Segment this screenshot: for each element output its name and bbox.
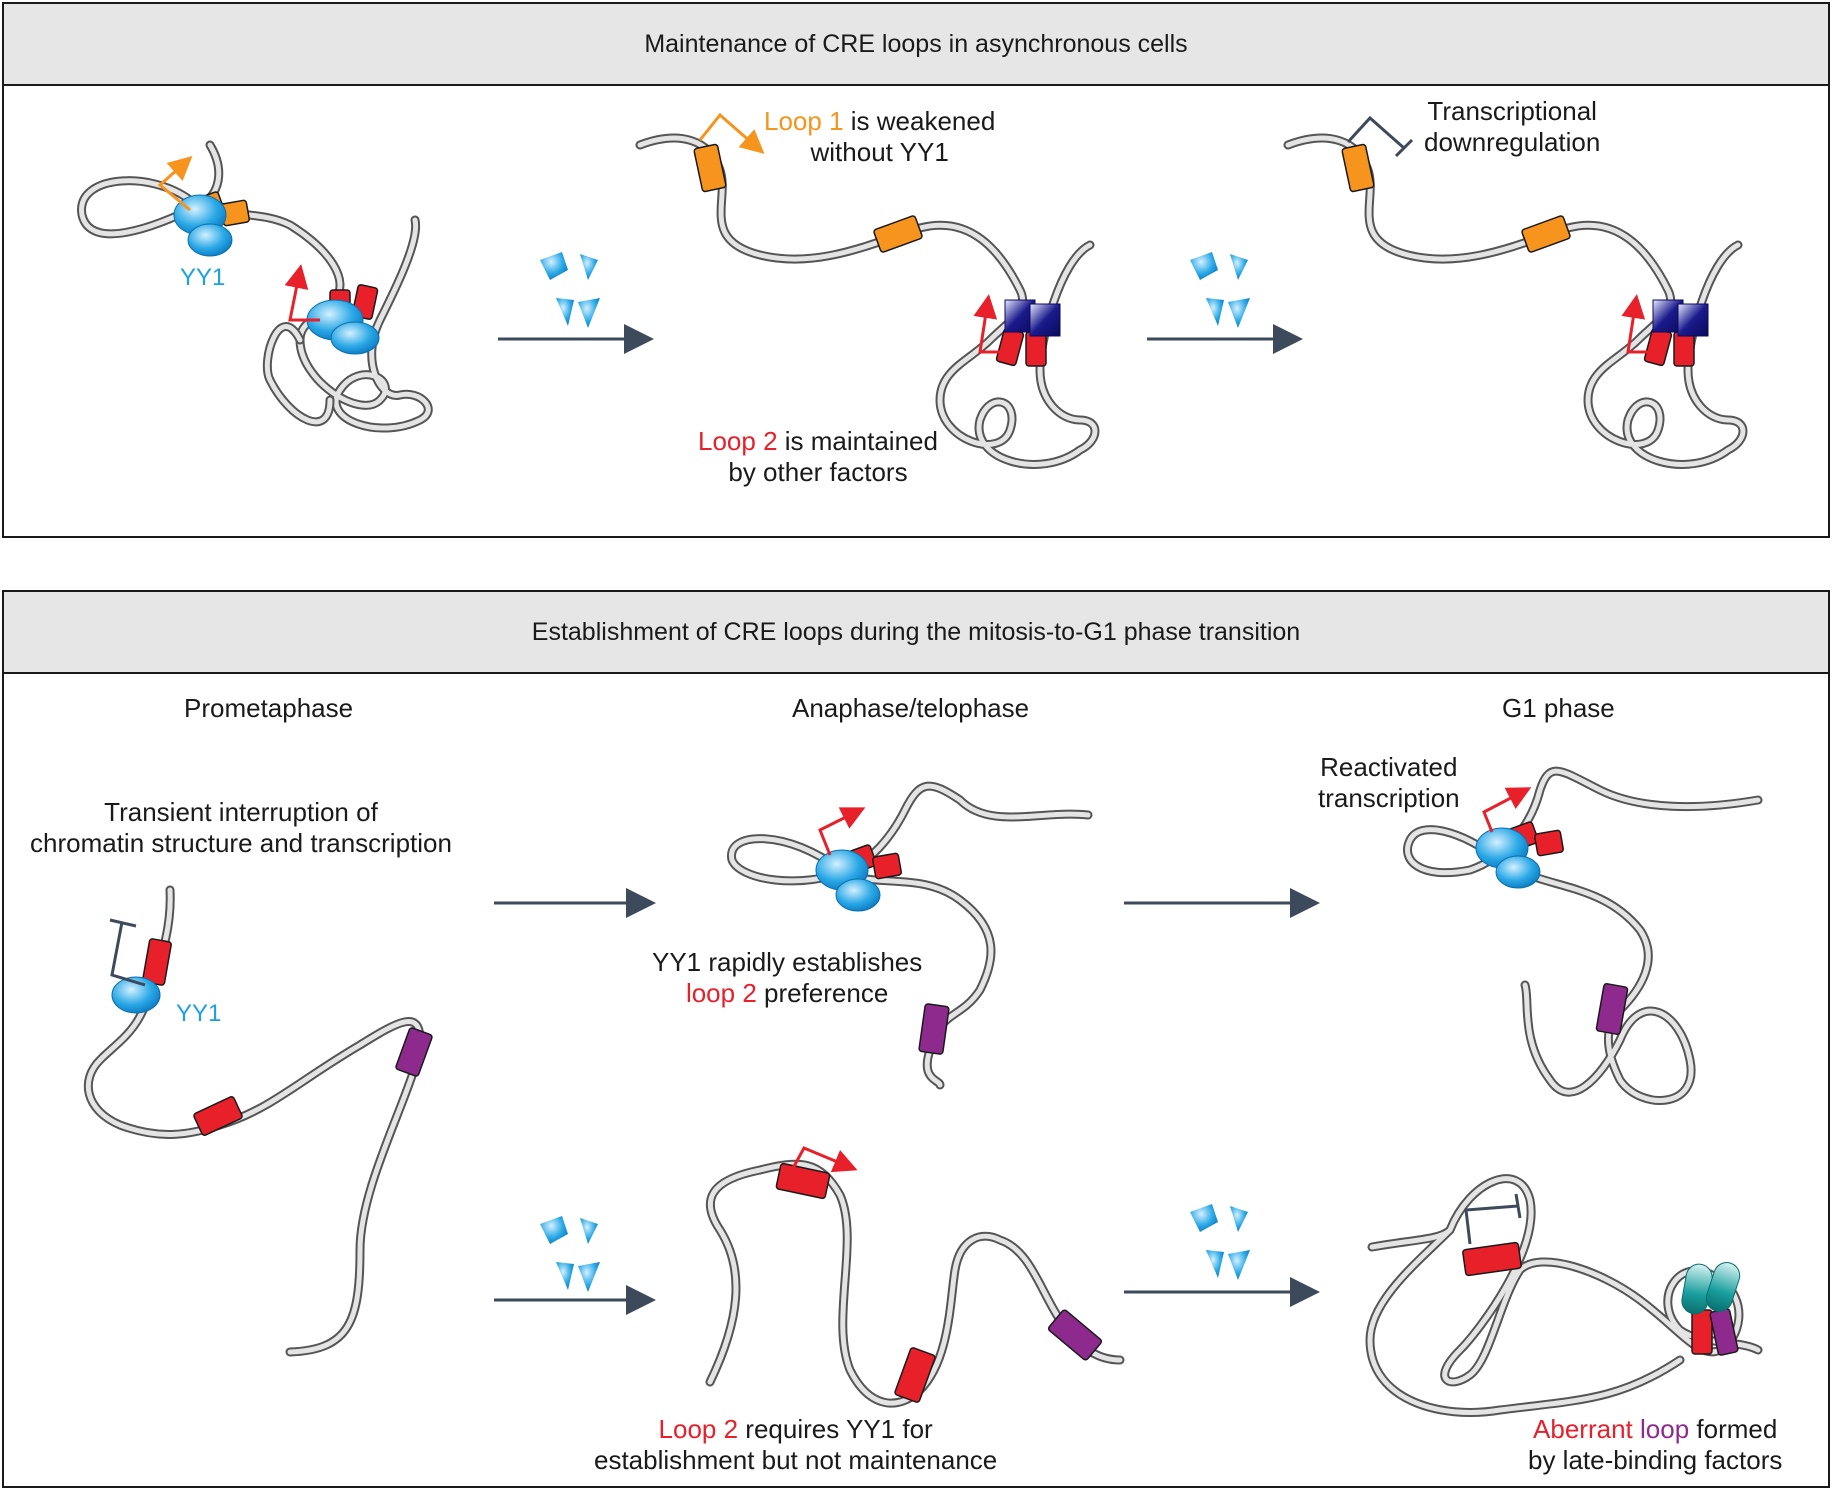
loop2-line2: by other factors [728,457,908,487]
transient-line2: chromatin structure and transcription [30,828,452,858]
loop2-colored-text: Loop 2 [698,426,778,456]
chromatin-strand-anaphase-upper [727,781,1093,1090]
requires-colored-text: Loop 2 [658,1414,739,1444]
downregulation-caption: Transcriptional downregulation [1424,96,1600,158]
aberrant-colored-text2: loop [1640,1414,1690,1444]
bottom-panel-header: Establishment of CRE loops during the mi… [4,592,1828,674]
loop1-line2: without YY1 [810,137,949,167]
orange-cre-top-2b [873,215,923,253]
chromatin-strand-g1-upper [1403,766,1763,1105]
red-cre-anaphase-b [872,852,902,880]
red-tss-arrow-anaphase [818,807,866,856]
teal-factor-g1-lower [1681,1262,1741,1315]
downreg-line1: Transcriptional [1427,96,1597,126]
purple-cre-anaphase-lower [1047,1309,1103,1361]
orange-cre-top-3b [1521,215,1571,253]
establish-rest-text: preference [756,978,889,1008]
loop1-rest-text: is weakened [843,106,996,136]
red-cre-anaphase-lower-a [775,1162,831,1200]
red-cre-g1-lower [1462,1241,1522,1277]
establish-caption: YY1 rapidly establishes loop 2 preferenc… [652,947,922,1009]
purple-cre-prometaphase [395,1027,433,1077]
loop2-rest-text: is maintained [777,426,938,456]
red-tss-arrow-top-1 [284,264,320,322]
red-tss-arrow-top-2 [973,294,1000,354]
orange-tss-arrow-top-1 [157,156,193,212]
requires-caption: Loop 2 requires YY1 for establishment bu… [594,1414,997,1476]
red-cre-prometaphase-b [193,1096,243,1136]
establish-colored-text: loop 2 [685,978,757,1008]
aberrant-line2: by late-binding factors [1528,1445,1783,1475]
top-panel-title: Maintenance of CRE loops in asynchronous… [644,29,1188,58]
downreg-line2: downregulation [1424,127,1601,157]
requires-line2: establishment but not maintenance [594,1445,998,1475]
chromatin-strand-top-2 [635,133,1100,469]
yy1-protein-prometaphase [111,976,161,1014]
loop1-colored-text: Loop 1 [764,106,844,136]
red-cre-top-2b [1025,331,1047,367]
yy1-protein-anaphase [815,849,881,912]
red-cre-top-3b [1673,331,1695,367]
orange-tss-arrow-top-2 [698,112,765,154]
aberrant-caption: Aberrant loop formed by late-binding fac… [1528,1414,1782,1476]
yy1-label-prometaphase: YY1 [176,1000,222,1027]
loop2-caption: Loop 2 is maintained by other factors [698,426,938,488]
red-tss-arrow-top-3 [1621,294,1648,354]
aberrant-colored-text1: Aberrant [1533,1414,1633,1444]
stage-label-prometaphase: Prometaphase [184,693,354,723]
yy1-protein-top-1a [173,194,233,257]
stage-label-g1: G1 phase [1502,693,1615,723]
yy1-removal-icon-top-1 [540,252,600,328]
yy1-removal-icon-top-2 [1190,252,1250,328]
chromatin-strand-anaphase-lower [705,1159,1125,1408]
repression-bar-top-3 [1346,115,1414,158]
requires-rest-text: requires YY1 for [738,1414,933,1444]
chromatin-strand-top-3 [1283,133,1748,469]
yy1-removal-icon-bottom-2 [1190,1204,1250,1280]
repression-bar-prometaphase [109,918,146,987]
chromatin-strand-prometaphase [83,885,425,1357]
yy1-label-top: YY1 [180,264,226,291]
yy1-protein-top-1b [306,299,380,355]
transient-caption: Transient interruption of chromatin stru… [30,797,452,859]
purple-cre-g1 [1595,983,1629,1035]
bottom-panel-title: Establishment of CRE loops during the mi… [531,617,1301,646]
red-tss-arrow-g1 [1482,787,1532,833]
loop1-caption: Loop 1 is weakened without YY1 [764,106,995,168]
transient-line1: Transient interruption of [104,797,378,827]
orange-cre-top-3a [1341,143,1375,193]
red-cre-g1-lower-b [1691,1309,1713,1355]
navy-factor-top-2b [1029,303,1061,337]
repression-bar-g1-lower [1464,1193,1522,1245]
top-panel-header: Maintenance of CRE loops in asynchronous… [4,4,1828,86]
yy1-protein-g1 [1475,827,1541,889]
yy1-removal-icon-bottom-1 [540,1216,600,1292]
red-cre-g1-b [1534,829,1564,857]
orange-cre-top-2a [693,143,727,193]
reactivated-line1: Reactivated [1320,752,1458,782]
bottom-panel: Establishment of CRE loops during the mi… [2,590,1830,1488]
navy-factor-top-3b [1677,303,1709,337]
stage-label-anaphase: Anaphase/telophase [792,693,1030,723]
establish-line1: YY1 rapidly establishes [652,947,923,977]
purple-cre-anaphase [918,1003,950,1055]
aberrant-rest-text: formed [1689,1414,1778,1444]
reactivated-line2: transcription [1318,783,1460,813]
chromatin-strand-top-1 [77,140,433,433]
red-tss-arrow-anaphase-lower [790,1146,858,1173]
red-cre-anaphase-lower-b [894,1347,936,1403]
reactivated-caption: Reactivated transcription [1318,752,1460,814]
